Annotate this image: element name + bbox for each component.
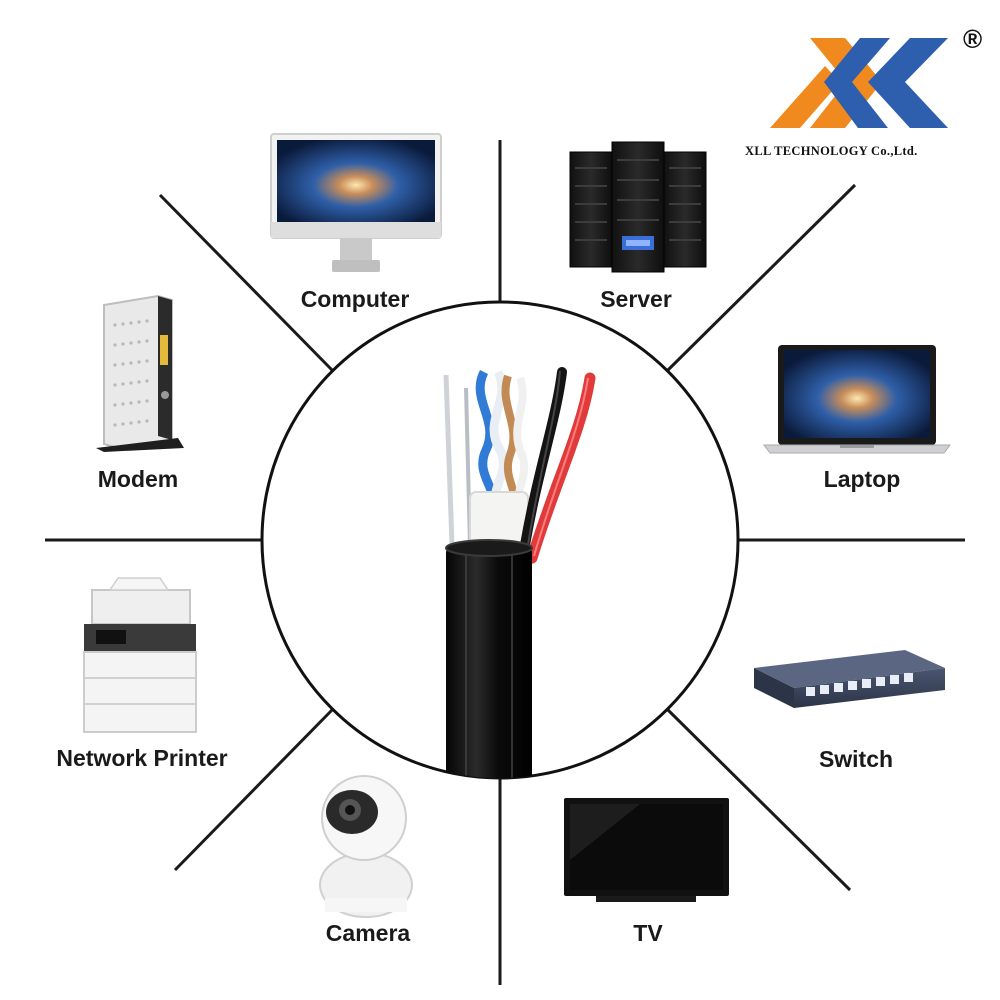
label-camera: Camera [325,920,411,946]
label-tv: TV [633,920,663,946]
tv-icon [564,798,729,902]
center-cable-circle [260,300,740,780]
divider-upper-left [158,193,334,372]
registered-mark: ® [963,24,983,54]
laptop-icon [763,345,951,454]
divider-lines [45,140,965,985]
computer-icon [270,133,442,272]
divider-upper-right [666,183,857,372]
modem-icon [96,294,184,452]
brand-logo [770,38,948,128]
label-switch: Switch [818,746,894,772]
divider-lower-left [173,708,334,872]
label-computer: Computer [300,286,410,312]
network-printer-icon [83,577,197,733]
label-server: Server [600,286,672,312]
label-network-printer: Network Printer [56,745,228,771]
server-icon [569,141,707,273]
camera-icon [319,775,413,918]
switch-icon [754,650,945,708]
cable-illustration [443,367,596,778]
brand-name: XLL TECHNOLOGY Co.,Ltd. [745,144,918,158]
label-laptop: Laptop [823,466,901,492]
label-modem: Modem [97,466,179,492]
divider-lower-right [666,708,852,892]
